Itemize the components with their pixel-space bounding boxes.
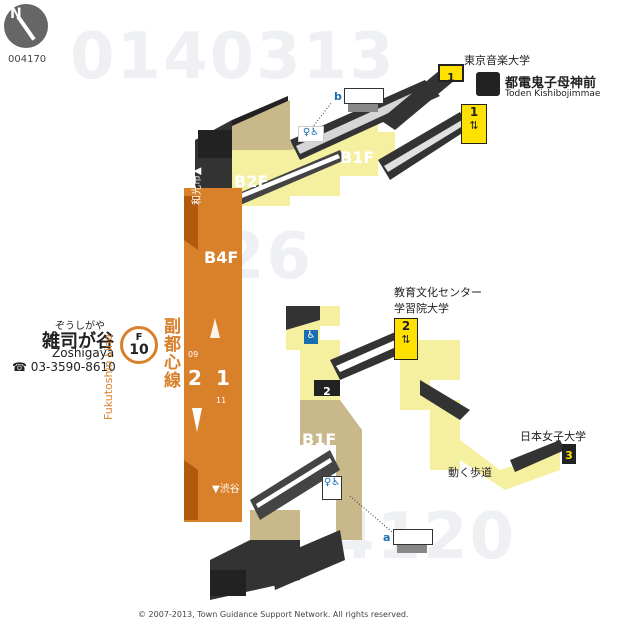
station-number: 10 (129, 342, 149, 358)
north-arrow-icon (16, 15, 36, 41)
floor-b4f: B4F (204, 248, 239, 267)
escalator-lower-stripe (256, 458, 332, 508)
lower-stair-2 (270, 530, 345, 590)
toilet-b-facility-icon (348, 104, 378, 112)
station-name: 雑司が谷 (42, 331, 114, 352)
floor-b1f-lower: B1F (302, 430, 337, 449)
station-phone: ☎ 03-3590-8610 (12, 360, 116, 374)
restroom-icon-upper: ♀♿ (298, 126, 324, 142)
toilet-a-label: a (383, 531, 391, 544)
tram-icon (476, 72, 500, 96)
exit3-sign[interactable]: 3 (562, 444, 576, 464)
wheelchair-icon: ♿ (304, 330, 318, 344)
exit3-destination: 日本女子大学 (520, 430, 586, 443)
exit1-sign[interactable]: 1 (438, 64, 464, 84)
restroom-icon-lower: ♀♿ (322, 476, 342, 500)
station-romaji: Zoshigaya (52, 346, 115, 360)
toilet-a-icons (393, 529, 433, 545)
exit2-destination-1: 教育文化センター (394, 286, 482, 299)
exit2-number: 2 (401, 319, 411, 333)
b1f-lower-shadow (286, 306, 320, 330)
platform-stair-bottom (184, 460, 198, 520)
toilet-b-icons (344, 88, 384, 104)
exit1-elevator-sign[interactable]: 1 ⇅ (461, 104, 487, 144)
exit1-destination: 東京音楽大学 (464, 54, 530, 67)
stair-to-exit2-stripe (336, 337, 405, 372)
toilet-a-connector (349, 495, 393, 533)
direction-north-text: 和光市 (192, 175, 203, 205)
exit1-elevator-number: 1 (469, 105, 479, 119)
copyright: © 2007-2013, Town Guidance Support Netwo… (138, 610, 409, 619)
toilet-b-connector (311, 101, 333, 129)
arrow-down-icon: ▼ (212, 484, 220, 495)
track-2-label: 2 (188, 366, 202, 390)
floor-b2f: B2F (234, 172, 269, 191)
exit2-sign[interactable]: 2 ⇅ (394, 318, 418, 360)
tram-station-name: 都電鬼子母神前 (505, 76, 597, 91)
arrow-up-icon: ▲ (192, 167, 203, 175)
track-1-label: 1 (216, 366, 230, 390)
line-name-en-text: Fukutoshin Line (102, 334, 115, 420)
tram-station-romaji: Toden Kishibojimmae (505, 89, 601, 99)
compass: N (4, 4, 48, 48)
stair-to-platform-top (198, 130, 232, 158)
line-name-en: Fukutoshin Line (102, 300, 115, 420)
exit3-number: 3 (565, 449, 573, 462)
stair-to-b-stripe (296, 86, 434, 154)
track-2-arrow (210, 318, 220, 338)
exit2-elevator-icon: ⇅ (401, 333, 411, 346)
toilet-a-facility-icon (397, 545, 427, 553)
watermark-top: 0140313 (70, 20, 396, 94)
direction-south: ▼渋谷 (212, 480, 240, 495)
station-number-badge: F 10 (120, 326, 158, 364)
escalator-b2f-b1f-stripe (240, 154, 340, 198)
exit2-mid-sign[interactable]: 2 (314, 380, 340, 398)
stair-to-exit1 (380, 70, 455, 130)
lower-stair-base (210, 570, 246, 596)
direction-south-text: 渋谷 (219, 484, 240, 495)
track-1-arrow (192, 408, 202, 432)
direction-north: 和光市▲ (188, 167, 203, 205)
phone-icon: ☎ (12, 360, 27, 374)
line-code: F (135, 332, 143, 343)
station-kana: ぞうしがや (55, 321, 105, 332)
stair-to-exit1-elev-stripe (384, 120, 466, 172)
compass-north: N (10, 6, 22, 22)
passage-stair (420, 380, 470, 420)
line-name-ja: 副都心線 (164, 317, 181, 391)
platform-stair-top (184, 196, 198, 250)
map-code: 004170 (8, 54, 47, 65)
exit2-destination-2: 学習院大学 (394, 302, 449, 315)
stair-to-exit3 (510, 440, 565, 472)
prev-station-number: 09 (188, 350, 199, 359)
exit1-number: 1 (447, 71, 455, 84)
moving-walkway-label: 動く歩道 (448, 466, 492, 479)
station-phone-number: 03-3590-8610 (30, 360, 116, 374)
next-station-number: 11 (216, 396, 227, 405)
passage-to-exit3 (400, 340, 560, 490)
exit2-mid-number: 2 (323, 385, 331, 398)
elevator-icon: ⇅ (469, 119, 479, 132)
toilet-b-label: b (334, 90, 342, 103)
b1f-lower-concourse (300, 400, 362, 540)
floor-b1f-upper: B1F (340, 148, 375, 167)
